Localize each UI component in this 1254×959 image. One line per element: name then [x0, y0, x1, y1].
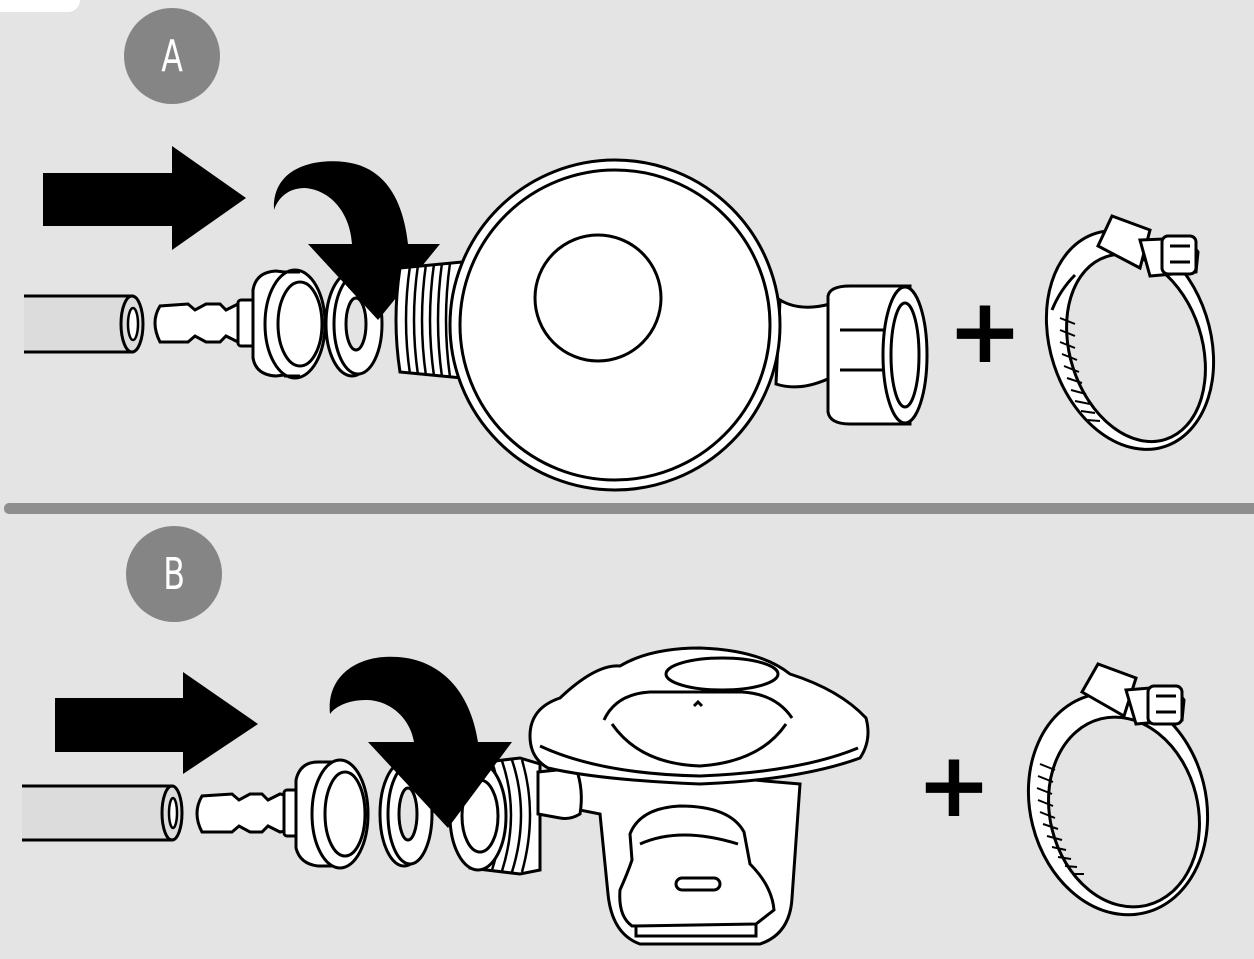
hose-nozzle-icon: [195, 758, 370, 870]
curved-arrow-icon: [329, 656, 512, 828]
plus-icon: +: [947, 279, 1022, 384]
hose-icon: [24, 294, 145, 354]
hose-nozzle-icon: [153, 268, 327, 380]
push-arrow-icon: [55, 672, 258, 774]
section-divider: [4, 503, 1254, 514]
svg-text:+: +: [916, 733, 991, 838]
plus-icon: +: [916, 733, 991, 838]
corner-tab: [0, 0, 80, 12]
gas-regulator-icon: [394, 158, 929, 492]
step-a-panel: A: [24, 8, 1216, 492]
svg-text:+: +: [947, 279, 1022, 384]
step-badge-a: A: [124, 8, 220, 104]
push-arrow-icon: [43, 146, 246, 250]
step-b-panel: B: [0, 514, 1254, 959]
hose-icon: [22, 784, 184, 842]
hose-clamp-icon: [1044, 214, 1216, 451]
step-badge-b: B: [126, 526, 222, 622]
hose-clamp-icon: [1026, 662, 1210, 917]
gas-regulator-icon: [528, 646, 870, 946]
